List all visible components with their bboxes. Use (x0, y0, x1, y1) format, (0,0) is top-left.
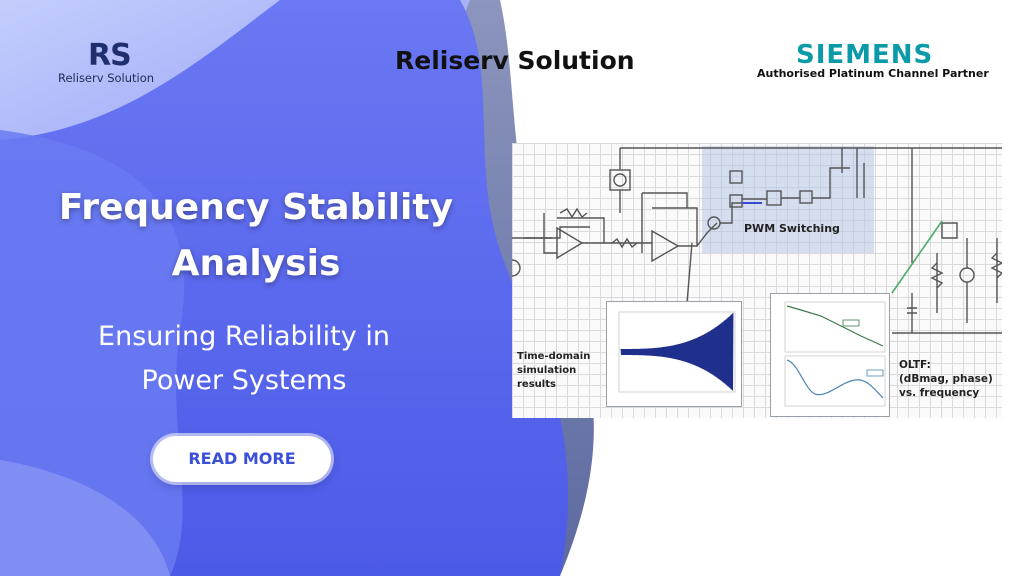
siemens-logo: SIEMENS (796, 40, 934, 70)
hero-subtitle-line1: Ensuring Reliability in (98, 321, 390, 352)
hero-subtitle: Ensuring Reliability in Power Systems (30, 315, 458, 403)
hero-title-line1: Frequency Stability (58, 187, 454, 228)
bode-plot (770, 293, 890, 417)
time-domain-plot (606, 301, 742, 407)
circuit-diagram (512, 147, 1002, 334)
circuit-schematic-figure: PWM Switching Time-domain simulation res… (512, 143, 1002, 418)
oltf-label-line2: (dBmag, phase) (899, 373, 993, 385)
oltf-label-line1: OLTF: (899, 359, 931, 371)
time-domain-label-line1: Time-domain (517, 351, 591, 362)
time-domain-label-line2: simulation results (517, 365, 577, 390)
partner-tagline: Authorised Platinum Channel Partner (757, 67, 989, 80)
oltf-label: OLTF: (dBmag, phase) vs. frequency (899, 358, 999, 400)
oltf-label-line3: vs. frequency (899, 387, 980, 399)
company-title: Reliserv Solution (395, 46, 635, 75)
reliserv-logo: RS Reliserv Solution (58, 38, 176, 88)
rs-monogram: RS (88, 38, 132, 73)
pwm-switching-label: PWM Switching (744, 222, 840, 235)
time-domain-label: Time-domain simulation results (517, 350, 607, 392)
hero-subtitle-line2: Power Systems (141, 365, 347, 396)
hero-title-line2: Analysis (171, 243, 341, 284)
logo-wordmark: Reliserv Solution (58, 71, 155, 85)
hero-title: Frequency Stability Analysis (30, 180, 482, 292)
read-more-button[interactable]: READ MORE (153, 436, 331, 482)
